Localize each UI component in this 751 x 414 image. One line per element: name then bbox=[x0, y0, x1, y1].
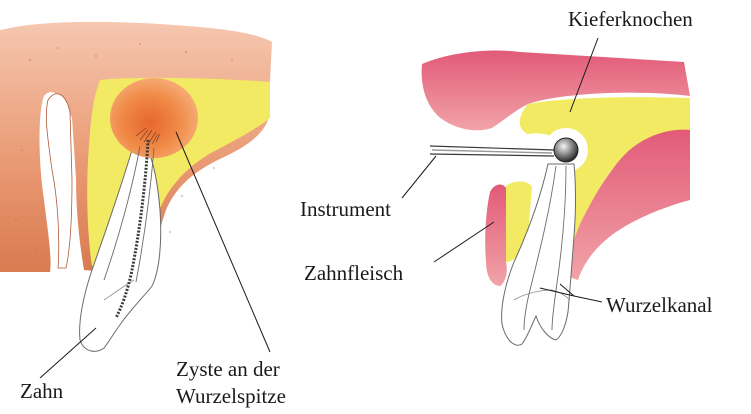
leader-zahn bbox=[40, 328, 96, 378]
label-wurzelkanal: Wurzelkanal bbox=[606, 294, 712, 316]
zahnfleisch-tissue bbox=[485, 185, 507, 286]
left-sulcus bbox=[46, 94, 72, 268]
leader-zahnfleisch bbox=[434, 222, 494, 262]
instrument-shaft bbox=[430, 146, 554, 156]
label-kieferknochen: Kieferknochen bbox=[568, 8, 693, 30]
instrument-ball bbox=[554, 138, 578, 162]
left-figure bbox=[0, 22, 272, 378]
cyst bbox=[110, 78, 198, 158]
label-zyste-line2: Wurzelspitze bbox=[176, 385, 286, 407]
label-zyste-line1: Zyste an der bbox=[176, 358, 280, 380]
leader-instrument bbox=[402, 156, 436, 198]
label-instrument: Instrument bbox=[300, 198, 391, 220]
leader-zyste bbox=[176, 132, 270, 352]
label-zahnfleisch: Zahnfleisch bbox=[304, 262, 403, 284]
label-zahn: Zahn bbox=[20, 380, 63, 402]
